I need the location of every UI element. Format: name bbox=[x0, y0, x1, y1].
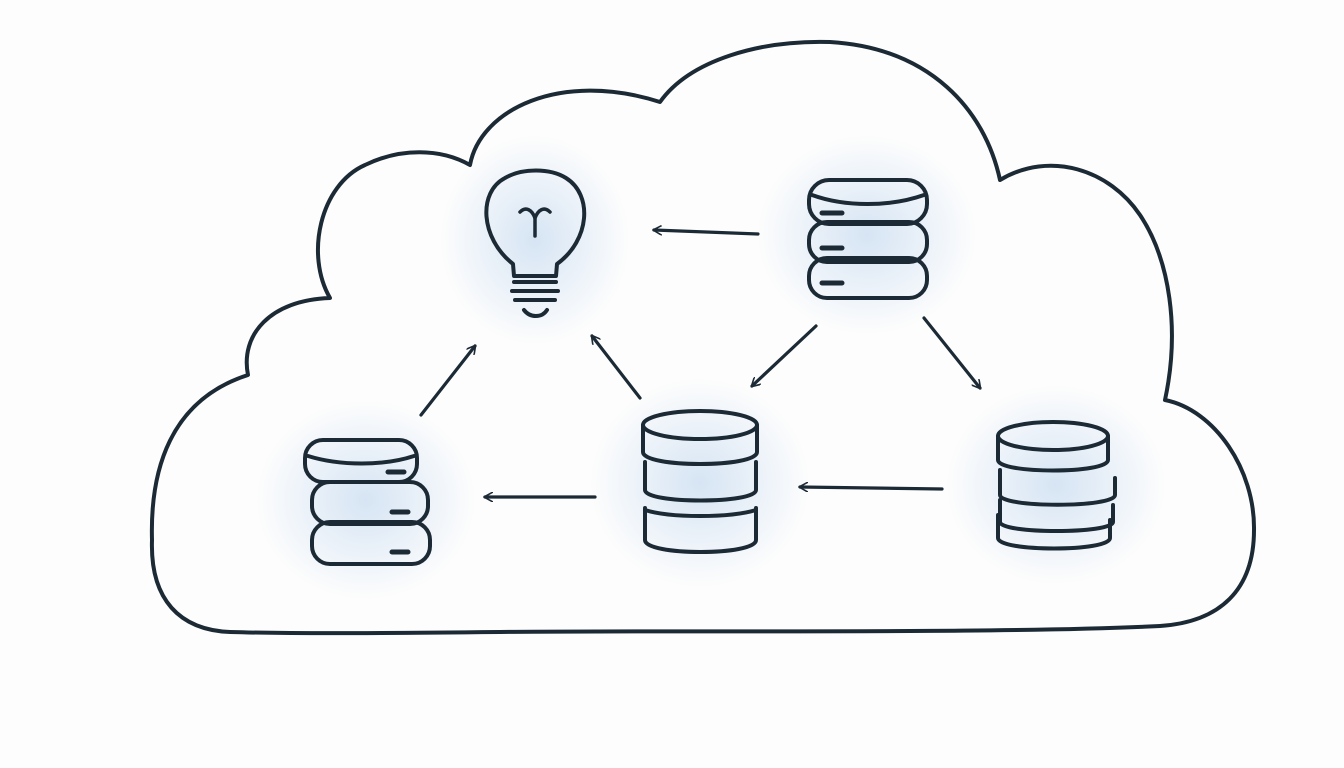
database-stack-icon bbox=[996, 420, 1117, 551]
arrow-db-top-right-to-db-bottom-center bbox=[750, 324, 818, 388]
server-stack-icon bbox=[807, 178, 929, 300]
cloud-icon bbox=[149, 39, 1257, 636]
database-stack-icon bbox=[641, 409, 759, 554]
arrow-db-bottom-center-to-idea bbox=[590, 334, 642, 400]
arrow-db-top-right-to-db-bottom-right bbox=[922, 316, 982, 390]
lightbulb-icon bbox=[484, 168, 587, 318]
server-stack-icon bbox=[303, 438, 432, 566]
arrow-db-top-right-to-idea bbox=[654, 230, 760, 236]
arrow-db-bottom-right-to-db-bottom-center bbox=[800, 487, 944, 489]
flow-arrows bbox=[419, 230, 982, 497]
arrow-db-bottom-left-to-idea bbox=[419, 344, 477, 417]
